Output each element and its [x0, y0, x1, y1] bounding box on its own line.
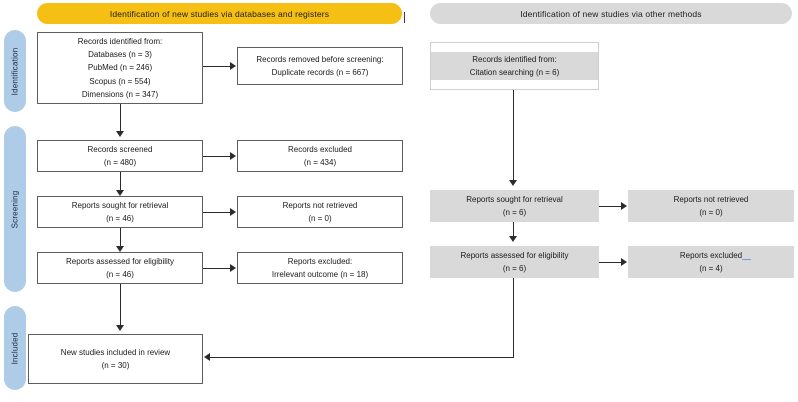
reports-assessed-other-line-1: Reports assessed for eligibility: [460, 250, 569, 260]
reports-assessed-line-2: (n = 46): [106, 270, 134, 279]
connector-assessed-to-excluded-other: [599, 262, 623, 263]
arrowhead-assessed-to-excluded-other: [621, 258, 627, 266]
connector-identified-other-to-sought-other: [513, 90, 514, 182]
records-identified-line-4: Scopus (n = 554): [89, 76, 151, 86]
box-reports-assessed: Reports assessed for eligibility (n = 46…: [37, 252, 203, 284]
reports-not-retrieved-line-1: Reports not retrieved: [282, 200, 358, 210]
arrowhead-assessed-to-excluded: [230, 264, 236, 272]
records-identified-other-line-1: Records identified from:: [472, 54, 557, 64]
connector-assessed-to-excluded: [203, 268, 231, 269]
arrowhead-other-to-included: [204, 353, 210, 361]
records-identified-line-1: Records identified from:: [77, 37, 163, 47]
reports-sought-line-1: Reports sought for retrieval: [71, 200, 169, 210]
reports-not-retrieved-line-2: (n = 0): [308, 214, 332, 223]
arrowhead-sought-to-assessed: [116, 246, 124, 252]
records-identified-line-3: PubMed (n = 246): [87, 63, 153, 73]
box-reports-excluded-other: Reports excluded (n = 4): [628, 246, 794, 278]
stage-label-identification-text: Identification: [10, 47, 20, 95]
connector-assessed-other-down: [513, 278, 514, 358]
banner-other-label: Identification of new studies via other …: [520, 8, 702, 19]
reports-sought-other-line-1: Reports sought for retrieval: [466, 194, 563, 204]
stage-label-included-text: Included: [10, 332, 20, 364]
connector-screened-to-sought: [120, 172, 121, 194]
connector-sought-to-assessed: [120, 228, 121, 250]
records-identified-line-2: Databases (n = 3): [88, 50, 152, 60]
banner-other-methods: Identification of new studies via other …: [430, 3, 792, 24]
box-reports-excluded: Reports excluded: Irrelevant outcome (n …: [237, 252, 403, 284]
banner-databases-registers: Identification of new studies via databa…: [37, 3, 402, 24]
connector-sought-to-not-retrieved-other: [599, 206, 623, 207]
reports-not-retrieved-other-line-2: (n = 0): [699, 208, 723, 217]
connector-assessed-to-included: [120, 284, 121, 329]
connector-assessed-other-to-included: [210, 357, 514, 358]
records-removed-line-2: Duplicate records (n = 667): [271, 68, 369, 77]
box-new-studies-included: New studies included in review (n = 30): [28, 334, 203, 384]
records-screened-line-2: (n = 480): [103, 158, 137, 167]
reports-not-retrieved-other-line-1: Reports not retrieved: [673, 194, 749, 204]
banner-databases-label: Identification of new studies via databa…: [109, 8, 330, 19]
reports-sought-other-line-2: (n = 6): [502, 208, 527, 217]
reports-excluded-line-1: Reports excluded:: [287, 256, 353, 266]
stage-label-identification: Identification: [4, 30, 26, 112]
box-records-removed: Records removed before screening: Duplic…: [237, 47, 403, 85]
records-identified-other-line-2: Citation searching (n = 6): [469, 68, 560, 77]
new-studies-line-2: (n = 30): [101, 361, 130, 370]
new-studies-line-1: New studies included in review: [60, 347, 171, 357]
box-records-identified-other: Records identified from: Citation search…: [430, 42, 599, 90]
box-records-identified: Records identified from: Databases (n = …: [37, 32, 203, 104]
box-records-screened: Records screened (n = 480): [37, 140, 203, 172]
box-records-excluded: Records excluded (n = 434): [237, 140, 403, 172]
records-excluded-line-2: (n = 434): [303, 158, 337, 167]
arrowhead-assessed-to-included: [116, 325, 124, 331]
arrowhead-screened-to-sought: [116, 190, 124, 196]
records-removed-line-1: Records removed before screening:: [256, 54, 384, 64]
reports-assessed-other-line-2: (n = 6): [502, 264, 527, 273]
connector-screened-to-excluded: [203, 156, 231, 157]
connector-sought-other-to-assessed-other: [513, 222, 514, 238]
arrowhead-sought-to-not-retrieved: [230, 208, 236, 216]
box-reports-sought-other: Reports sought for retrieval (n = 6): [430, 190, 599, 222]
box-reports-not-retrieved-other: Reports not retrieved (n = 0): [628, 190, 794, 222]
blue-underline-artifact: [742, 259, 751, 260]
reports-excluded-other-line-2: (n = 4): [699, 264, 723, 273]
box-reports-not-retrieved: Reports not retrieved (n = 0): [237, 196, 403, 228]
stage-label-included: Included: [4, 306, 26, 390]
records-identified-line-5: Dimensions (n = 347): [81, 89, 159, 99]
records-excluded-line-1: Records excluded: [287, 144, 353, 154]
reports-excluded-other-line-1: Reports excluded: [679, 250, 743, 260]
arrowhead-sought-to-not-retrieved-other: [621, 202, 627, 210]
records-screened-line-1: Records screened: [87, 144, 153, 154]
arrowhead-sought-other-to-assessed-other: [509, 236, 517, 242]
arrowhead-screened-to-excluded: [230, 152, 236, 160]
arrowhead-identified-other-to-sought-other: [509, 180, 517, 186]
connector-identified-to-screened: [120, 104, 121, 134]
box-reports-assessed-other: Reports assessed for eligibility (n = 6): [430, 246, 599, 278]
reports-sought-line-2: (n = 46): [106, 214, 134, 223]
box-reports-sought: Reports sought for retrieval (n = 46): [37, 196, 203, 228]
connector-sought-to-not-retrieved: [203, 212, 231, 213]
arrowhead-identified-to-removed: [230, 62, 236, 70]
reports-excluded-line-2: Irrelevant outcome (n = 18): [271, 270, 369, 279]
connector-identified-to-removed: [203, 66, 231, 67]
stage-label-screening: Screening: [4, 126, 26, 292]
reports-assessed-line-1: Reports assessed for eligibility: [65, 256, 175, 266]
text-caret-artifact: [404, 12, 405, 23]
stage-label-screening-text: Screening: [10, 190, 20, 228]
arrowhead-identified-to-screened: [116, 131, 124, 137]
